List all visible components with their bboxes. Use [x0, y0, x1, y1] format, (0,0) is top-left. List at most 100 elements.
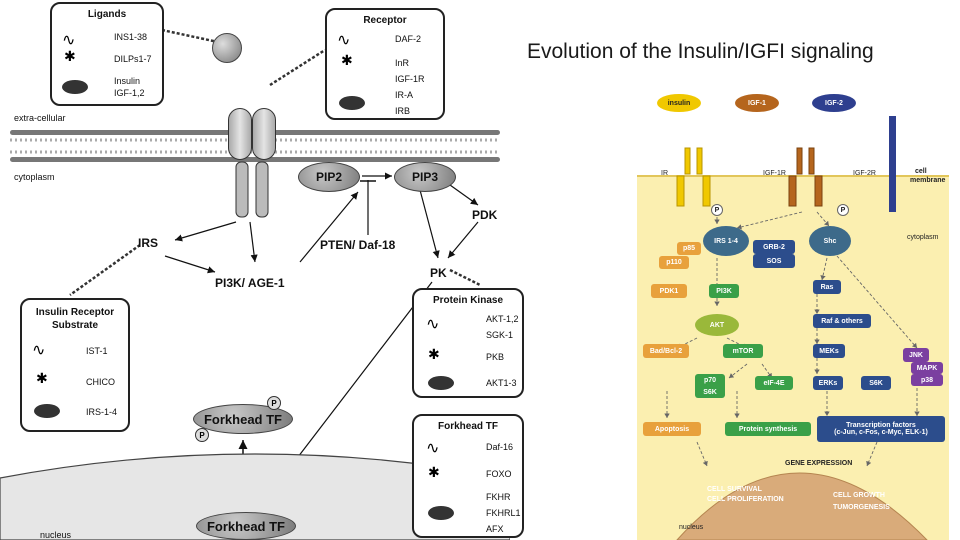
forkhead-item: FKHRL1: [486, 508, 521, 518]
substrate-title-line2: Substrate: [51, 320, 99, 331]
phospho-marker: P: [837, 204, 849, 216]
substrate-title-line1: Insulin Receptor: [35, 307, 115, 318]
worm-icon: ∿: [337, 32, 351, 49]
cell-proliferation-label: CELL PROLIFERATION: [707, 496, 784, 503]
receptor-item: IR-A: [395, 90, 413, 100]
p85-node: p85: [677, 242, 701, 255]
slide-title: Evolution of the Insulin/IGFI signaling: [527, 40, 874, 63]
pi3k-label: PI3K/ AGE-1: [215, 276, 285, 290]
igf1r-receptor: [788, 147, 823, 207]
igf2r-receptor: [889, 116, 896, 212]
s6k-node-2: S6K: [861, 376, 891, 390]
irs-label: IRS: [138, 236, 159, 250]
kinase-item: PKB: [486, 352, 505, 362]
transcription-factors-detail: (c-Jun, c-Fos, c-Myc, ELK-1): [834, 429, 928, 436]
sos-node: SOS: [753, 254, 795, 268]
right-connectors: [637, 86, 949, 540]
forkhead-cyto-node: Forkhead TF: [193, 404, 293, 434]
akt-node: AKT: [695, 314, 739, 336]
bad-bcl-node: Bad/Bcl-2: [643, 344, 689, 358]
protein-synthesis-node: Protein synthesis: [725, 422, 811, 436]
meks-node: MEKs: [813, 344, 845, 358]
mouse-icon: [428, 506, 454, 520]
pip2-node: PIP2: [298, 162, 360, 192]
kinase-item: SGK-1: [486, 330, 514, 340]
igf1-ligand: IGF-1: [735, 94, 779, 112]
phospho-marker: P: [195, 428, 209, 442]
substrate-item: IRS-1-4: [86, 407, 118, 417]
receptor-title: Receptor: [363, 15, 407, 26]
cell-membrane-label: cell: [915, 168, 927, 175]
p70-node: p70: [695, 374, 725, 386]
kinase-item: AKT1-3: [486, 378, 517, 388]
tumorgenesis-label: TUMORGENESIS: [833, 504, 890, 511]
insulin-signaling-diagram: extra-cellular cytoplasm nucleus Ligands…: [0, 2, 524, 540]
mtor-node: mTOR: [723, 344, 763, 358]
extracellular-label: extra-cellular: [14, 113, 66, 123]
forkhead-item: FKHR: [486, 492, 511, 502]
forkhead-box-title: Forkhead TF: [437, 421, 498, 432]
ligand-item: Insulin: [114, 76, 141, 86]
ligand-item: INS1-38: [114, 32, 148, 42]
ligands-box: Ligands ∿ INS1-38 ✱ DILPs1-7 Insulin IGF…: [50, 2, 164, 106]
kinase-box: Protein Kinase ∿ AKT-1,2 SGK-1 ✱ PKB AKT…: [412, 288, 524, 398]
cytoplasm-label: cytoplasm: [907, 234, 939, 241]
fly-icon: ✱: [428, 346, 440, 362]
igf2-ligand: IGF-2: [812, 94, 856, 112]
worm-icon: ∿: [426, 440, 440, 457]
jnk-node: JNK: [903, 348, 929, 362]
cytoplasm-label: cytoplasm: [14, 172, 55, 182]
cell-survival-label: CELL SURVIVAL: [707, 486, 762, 493]
irs-node: IRS 1-4: [703, 226, 749, 256]
eif-node: eIF-4E: [755, 376, 793, 390]
s6k-node: S6K: [695, 386, 725, 398]
ir-label: IR: [661, 170, 668, 177]
p110-node: p110: [659, 256, 689, 269]
igf1r-label: IGF-1R: [763, 170, 786, 177]
shc-node: Shc: [809, 226, 851, 256]
worm-icon: ∿: [32, 342, 46, 359]
receptor-dimer-left: [228, 108, 252, 160]
nucleus-label: nucleus: [679, 524, 704, 531]
erks-node: ERKs: [813, 376, 843, 390]
raf-node: Raf & others: [813, 314, 871, 328]
receptor-item: IRB: [395, 106, 411, 116]
left-connectors: [0, 28, 510, 540]
gene-expression-label: GENE EXPRESSION: [785, 460, 853, 467]
mapk-node: MAPK: [911, 362, 943, 374]
fly-icon: ✱: [341, 52, 353, 68]
transcription-factors-label: Transcription factors: [846, 422, 916, 429]
forkhead-item: Daf-16: [486, 442, 514, 452]
ligand-item: DILPs1-7: [114, 54, 152, 64]
forkhead-item: AFX: [486, 524, 504, 534]
pip3-node: PIP3: [394, 162, 456, 192]
forkhead-item: FOXO: [486, 469, 512, 479]
ligand-sphere: [212, 33, 242, 63]
pk-label: PK: [430, 266, 447, 280]
worm-icon: ∿: [426, 316, 440, 333]
fly-icon: ✱: [64, 48, 76, 64]
substrate-box: Insulin Receptor Substrate ∿ IST-1 ✱ CHI…: [20, 298, 130, 432]
pi3k-node: PI3K: [709, 284, 739, 298]
igf-signaling-panel: insulin IGF-1 IGF-2 IR IGF-1R IGF-2R cel…: [637, 86, 949, 540]
insulin-ligand: insulin: [657, 94, 701, 112]
fly-icon: ✱: [428, 464, 440, 480]
cell-membrane-label-2: membrane: [910, 177, 946, 184]
pdk-label: PDK: [472, 208, 498, 222]
receptor-box: Receptor ∿ DAF-2 ✱ InR IGF-1R IR-A IRB: [325, 8, 445, 120]
nucleus-label: nucleus: [40, 530, 72, 540]
mouse-icon: [428, 376, 454, 390]
substrate-item: IST-1: [86, 346, 108, 356]
cell-growth-label: CELL GROWTH: [833, 492, 885, 499]
forkhead-nuc-node: Forkhead TF: [196, 512, 296, 540]
ras-node: Ras: [813, 280, 841, 294]
worm-icon: ∿: [62, 32, 76, 49]
pten-label: PTEN/ Daf-18: [320, 238, 396, 252]
ligand-item: IGF-1,2: [114, 88, 145, 98]
mouse-icon: [34, 404, 60, 418]
receptor-item: InR: [395, 58, 410, 68]
ligands-title: Ligands: [87, 9, 127, 20]
transcription-factors-node: Transcription factors (c-Jun, c-Fos, c-M…: [817, 416, 945, 442]
forkhead-box: Forkhead TF ∿ Daf-16 ✱ FOXO FKHR FKHRL1 …: [412, 414, 524, 538]
kinase-title: Protein Kinase: [432, 295, 504, 306]
